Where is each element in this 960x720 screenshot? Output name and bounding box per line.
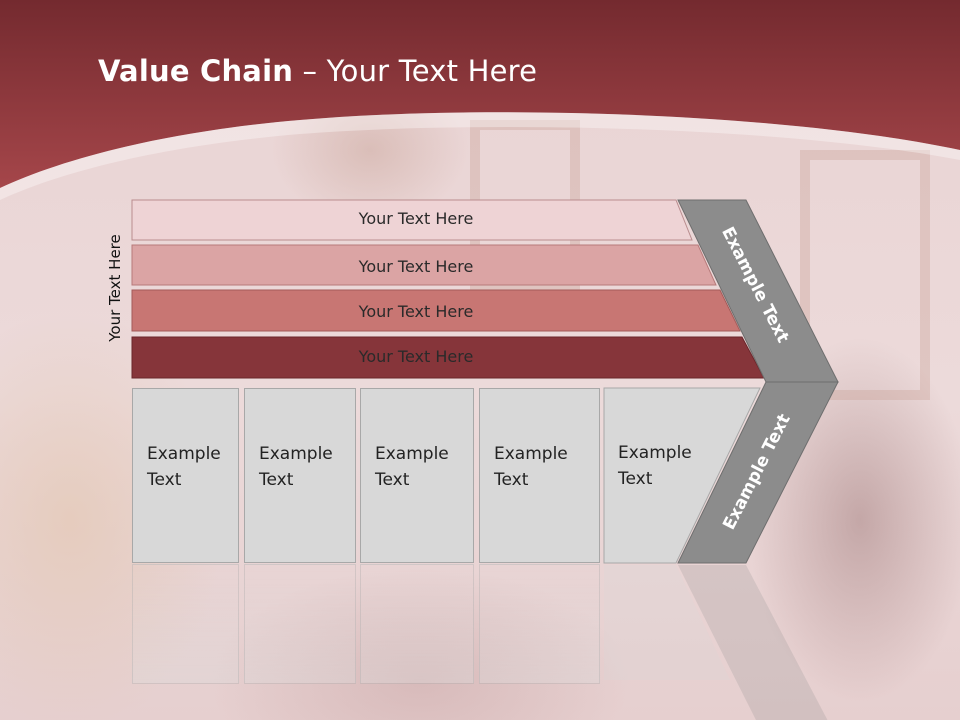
box-reflection	[479, 564, 600, 684]
bar-1-label: Your Text Here	[358, 209, 474, 228]
header-curve-highlight	[0, 112, 960, 200]
box-line2: Text	[147, 470, 182, 490]
chevron-bottom	[677, 381, 839, 564]
box-reflection	[132, 564, 239, 684]
box-5-reflection	[604, 565, 730, 680]
bar-1	[131, 199, 693, 241]
box-5-shape	[603, 387, 761, 564]
box-line1: Example	[494, 444, 568, 464]
bar-2	[131, 244, 717, 286]
box-line2: Text	[494, 470, 529, 490]
slide-title: Value Chain – Your Text Here	[98, 54, 538, 88]
bar-2-label: Your Text Here	[358, 257, 474, 276]
side-label: Your Text Here	[106, 234, 124, 342]
box-line1: Example	[618, 443, 692, 463]
header-band	[0, 0, 960, 188]
box-line2: Text	[618, 469, 653, 489]
bar-4-label: Your Text Here	[358, 347, 474, 366]
box-line1: Example	[147, 444, 221, 464]
box-line1: Example	[259, 444, 333, 464]
box-reflection	[360, 564, 474, 684]
chevron-reflection	[678, 565, 828, 720]
box-line2: Text	[259, 470, 294, 490]
window-frame	[800, 150, 930, 400]
box-reflection	[244, 564, 356, 684]
box-line2: Text	[375, 470, 410, 490]
box-line1: Example	[375, 444, 449, 464]
bar-3-label: Your Text Here	[358, 302, 474, 321]
bar-3	[131, 289, 741, 332]
